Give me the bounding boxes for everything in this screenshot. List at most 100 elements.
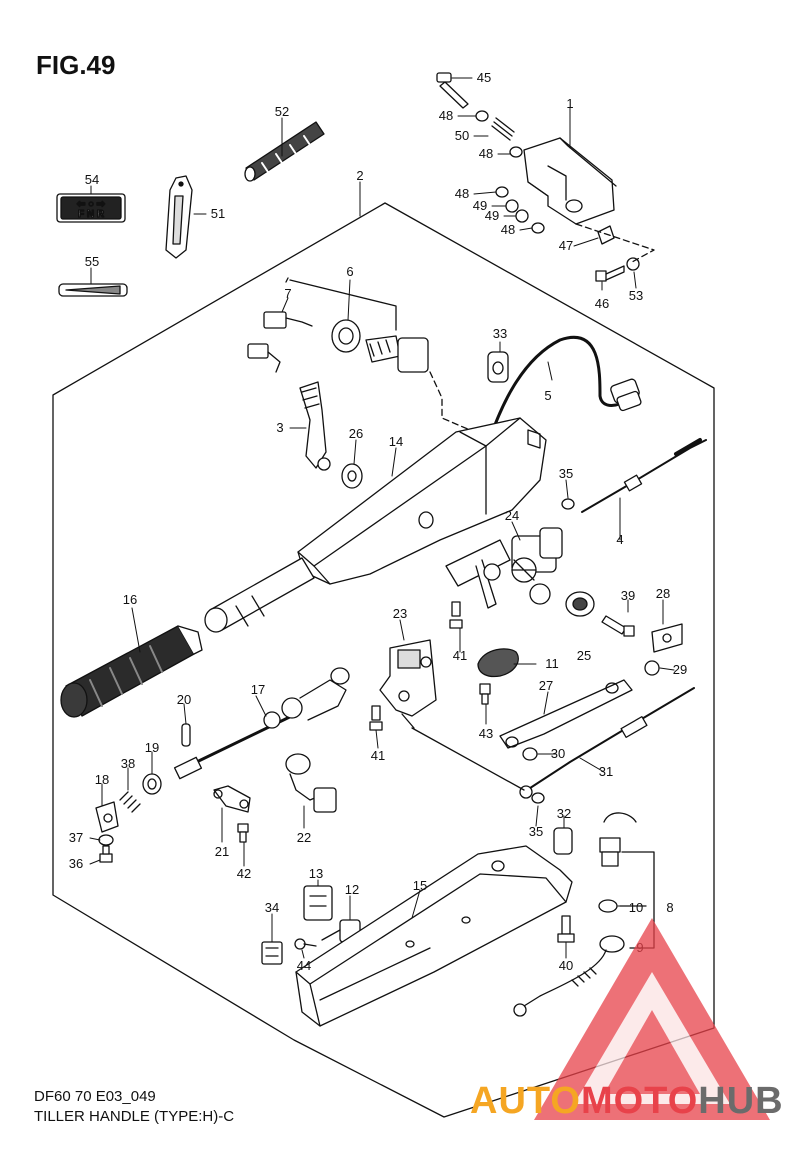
decal-strip [58, 283, 128, 297]
callout-48-c: 48 [455, 186, 469, 201]
cap-11 [477, 648, 519, 678]
callout-36: 36 [69, 856, 83, 871]
callout-6: 6 [346, 264, 353, 279]
callout-45: 45 [477, 70, 491, 85]
callout-27: 27 [539, 678, 553, 693]
stop-switch [365, 335, 429, 373]
callout-28: 28 [656, 586, 670, 601]
clip-30 [522, 747, 538, 761]
callout-18: 18 [95, 772, 109, 787]
callout-31: 31 [599, 764, 613, 779]
callout-22: 22 [297, 830, 311, 845]
callout-41-lower: 41 [371, 748, 385, 763]
callout-41-upper: 41 [453, 648, 467, 663]
callout-12: 12 [345, 882, 359, 897]
watermark-logo [534, 918, 770, 1120]
bolt-40 [557, 915, 575, 943]
callout-35-upper: 35 [559, 466, 573, 481]
shift-label-plate: ⇦ ○ ⇨ F N R [56, 193, 126, 223]
callout-25: 25 [577, 648, 591, 663]
clamp-26 [341, 463, 363, 489]
shift-label-letters: F N R [78, 209, 105, 220]
callout-14: 14 [389, 434, 403, 449]
plug-25 [565, 591, 595, 617]
switch-22 [285, 753, 337, 813]
callout-48-b: 48 [479, 146, 493, 161]
callout-5: 5 [544, 388, 551, 403]
callout-48-a: 48 [439, 108, 453, 123]
bracket-51 [165, 175, 193, 259]
callout-13: 13 [309, 866, 323, 881]
grommet-32 [553, 827, 573, 855]
callout-29: 29 [673, 662, 687, 677]
washer-37 [98, 834, 114, 846]
throttle-mechanism-24 [445, 527, 563, 609]
bolt-45 [436, 72, 469, 109]
figure-code: DF60 70 E03_049 [34, 1088, 156, 1105]
callout-1: 1 [566, 96, 573, 111]
callout-26: 26 [349, 426, 363, 441]
callout-53: 53 [629, 288, 643, 303]
callout-24: 24 [505, 508, 519, 523]
bolt-39 [601, 615, 635, 637]
group-bracket-7 [285, 277, 397, 331]
figure-caption: TILLER HANDLE (TYPE:H)-C [34, 1108, 235, 1125]
screw-44 [294, 938, 317, 950]
nut-10 [598, 899, 618, 913]
callout-21: 21 [215, 844, 229, 859]
watermark-brand-text: AUTOMOTOHUB [470, 1080, 784, 1123]
bolt-41-lower [369, 705, 383, 731]
nut-6 [331, 319, 361, 353]
callout-49-a: 49 [473, 198, 487, 213]
callout-54: 54 [85, 172, 99, 187]
lever-3 [299, 381, 331, 471]
bracket-21 [213, 785, 251, 813]
connector-5 [610, 378, 642, 412]
leader-cover [575, 223, 655, 263]
throttle-cable-4 [561, 438, 707, 513]
callout-33: 33 [493, 326, 507, 341]
callout-48-d: 48 [501, 222, 515, 237]
callout-44: 44 [297, 958, 311, 973]
callout-20: 20 [177, 692, 191, 707]
tiller-handle-14 [297, 417, 547, 585]
callout-4: 4 [616, 532, 623, 547]
bracket-23 [379, 639, 437, 729]
callout-15: 15 [413, 878, 427, 893]
throttle-rod-17 [173, 667, 350, 780]
callout-35-lower: 35 [529, 824, 543, 839]
callout-8: 8 [666, 900, 673, 915]
callout-46: 46 [595, 296, 609, 311]
tiller-shaft [204, 557, 315, 633]
grip-16 [60, 625, 203, 718]
watermark-hub: HUB [698, 1080, 784, 1122]
callout-34: 34 [265, 900, 279, 915]
callout-39: 39 [621, 588, 635, 603]
bracket-27 [499, 679, 633, 749]
stop-switch-8 [599, 812, 637, 867]
key-switch-7 [247, 311, 313, 373]
grommet-33 [487, 351, 509, 383]
callout-32: 32 [557, 806, 571, 821]
callout-labels: 1 2 3 4 5 6 7 8 9 10 11 12 13 14 15 16 1… [69, 70, 687, 973]
bolt-42 [237, 823, 249, 843]
leader-switch [429, 371, 471, 431]
callout-30: 30 [551, 746, 565, 761]
callout-55: 55 [85, 254, 99, 269]
callout-47: 47 [559, 238, 573, 253]
callout-52: 52 [275, 104, 289, 119]
callout-3: 3 [276, 420, 283, 435]
block-18 [95, 801, 119, 833]
plate-28 [651, 623, 683, 653]
callout-2: 2 [356, 168, 363, 183]
lanyard-9 [513, 935, 625, 1017]
watermark-auto: AUTO [470, 1080, 581, 1122]
switch-13 [303, 885, 333, 921]
leader-lines [89, 77, 675, 959]
callout-43: 43 [479, 726, 493, 741]
washers-48-49-50 [475, 110, 545, 234]
callout-42: 42 [237, 866, 251, 881]
callout-10: 10 [629, 900, 643, 915]
cable-5 [488, 336, 628, 440]
